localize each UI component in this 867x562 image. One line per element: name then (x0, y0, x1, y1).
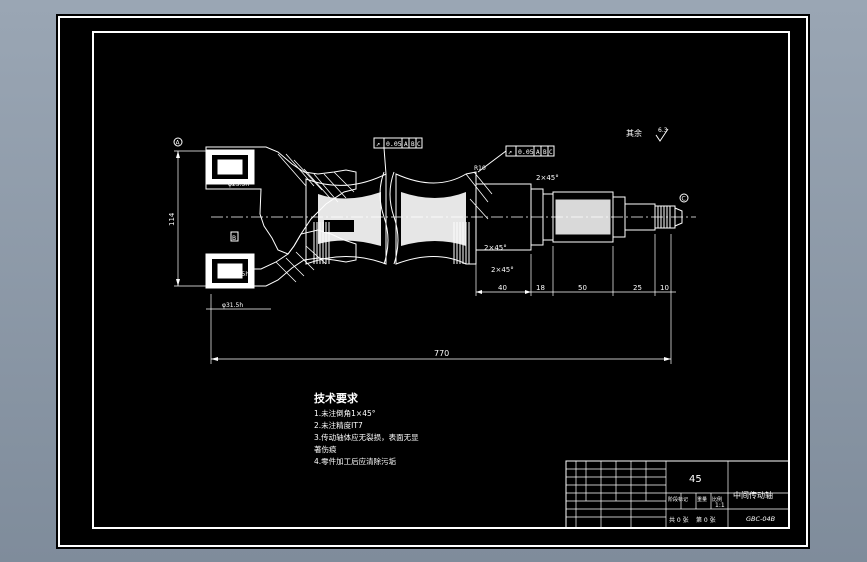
chamfer-label-2: 2×45° (484, 244, 507, 252)
tech-requirements-title: 技术要求 (314, 391, 359, 405)
datum-b-marker (230, 231, 239, 242)
yoke-lower-pin (217, 263, 243, 279)
tube-left-section (305, 173, 387, 265)
shaft-tip (674, 207, 683, 227)
tube-left-gap (324, 220, 354, 232)
dim-total-length: 770 (434, 349, 449, 358)
shaft-drawing: 770 40 18 50 25 10 114 2×45° 2×45° 2×45°… (168, 127, 696, 364)
svg-text:0.05: 0.05 (518, 148, 534, 156)
roughness-value: 6.3 (658, 127, 668, 134)
datum-a-marker (173, 137, 183, 147)
tech-req-item-3: 3.传动轴体应无裂损，表面无显 (314, 432, 419, 442)
runout-frame-2: ↗ 0.05 A B C (477, 145, 555, 173)
scale-label: 比例 (712, 496, 722, 503)
title-block: 45 中间传动轴 GBC-04B 阶段标记 重量 比例 1:1 共 0 张 第 … (565, 460, 790, 529)
yoke-lower-outline (205, 229, 357, 287)
tech-req-item-5: 4.零件加工后应清除污垢 (314, 456, 397, 466)
roughness-note: 其余 (626, 128, 642, 138)
dim-50: 50 (578, 284, 587, 292)
dim-10: 10 (660, 284, 669, 292)
sheet-number: 第 0 张 (696, 516, 716, 524)
svg-text:A: A (536, 149, 540, 156)
dimension-lines (174, 150, 676, 364)
revision-grid (566, 461, 789, 528)
weight-label: 重量 (697, 496, 707, 503)
datum-a-label: A (176, 140, 181, 147)
cad-viewport[interactable]: 770 40 18 50 25 10 114 2×45° 2×45° 2×45°… (56, 14, 810, 549)
yoke-upper-pin (217, 159, 243, 175)
tech-req-item-4: 著伤痕 (314, 444, 337, 454)
svg-text:B: B (543, 149, 547, 156)
end-spline-teeth (657, 206, 671, 228)
tube-right-fill (401, 192, 466, 246)
runout-frame-1: ↗ 0.05 A B C (373, 137, 423, 175)
svg-text:B: B (411, 141, 415, 148)
break-line-right (389, 171, 399, 265)
title-block-frame (565, 460, 790, 529)
spline-left (313, 222, 330, 264)
dimension-arrows (176, 151, 671, 361)
chamfer-label-3: 2×45° (491, 266, 514, 274)
drawing-frame (92, 31, 790, 529)
dia-label-bottom: φ25.5h (228, 271, 249, 278)
break-line-left (379, 171, 389, 265)
svg-text:↗: ↗ (508, 148, 512, 156)
svg-text:C: C (417, 141, 421, 148)
radius-r10: R10 (474, 165, 486, 172)
drawing-canvas: 770 40 18 50 25 10 114 2×45° 2×45° 2×45°… (58, 16, 808, 547)
chamfer-label-1: 2×45° (536, 174, 559, 182)
sheet-outer-border (58, 16, 808, 547)
tech-req-item-2: 2.未注精度IT7 (314, 420, 363, 430)
stage-label: 阶段标记 (668, 496, 688, 503)
datum-b-label: B (232, 235, 236, 242)
tube-left-fill (318, 192, 381, 246)
dim-18: 18 (536, 284, 545, 292)
material-label: 45 (689, 474, 702, 485)
svg-text:C: C (549, 149, 553, 156)
part-name: 中间传动轴 (733, 490, 773, 500)
tech-req-item-1: 1.未注倒角1×45° (314, 408, 376, 418)
shaft-spline-end (654, 205, 676, 229)
datum-c-label: C (682, 196, 686, 203)
shaft-step-4-fill (555, 199, 611, 235)
datum-c-marker (679, 193, 689, 203)
svg-text:A: A (404, 141, 408, 148)
spline-right (453, 222, 470, 264)
svg-text:0.05: 0.05 (386, 140, 402, 148)
roughness-symbol (655, 128, 669, 142)
svg-text:↗: ↗ (376, 140, 380, 148)
dia-label-3: φ31.5h (222, 302, 243, 309)
dia-label-top: φ25.5h (228, 181, 249, 188)
tech-requirements: 技术要求 1.未注倒角1×45° 2.未注精度IT7 3.传动轴体应无裂损，表面… (314, 391, 419, 466)
dim-40: 40 (498, 284, 507, 292)
dim-25: 25 (633, 284, 642, 292)
drawing-number: GBC-04B (746, 515, 776, 523)
yoke-hatch (275, 153, 355, 283)
scale-value: 1:1 (715, 502, 725, 509)
dim-114: 114 (168, 212, 176, 226)
sheets-total: 共 0 张 (669, 516, 689, 524)
hub-hatch (465, 171, 493, 220)
